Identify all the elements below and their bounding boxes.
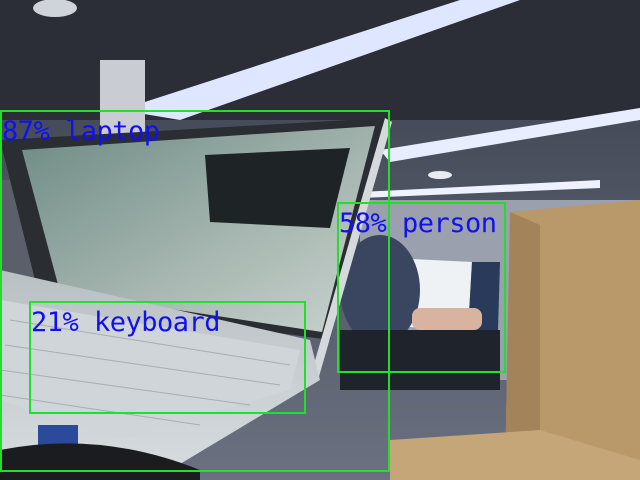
detection-box-person xyxy=(337,202,506,373)
ceiling-lights xyxy=(33,0,640,198)
detection-label-person: 58% person xyxy=(339,208,497,239)
detection-label-keyboard: 21% keyboard xyxy=(31,307,221,338)
detection-box-keyboard xyxy=(29,301,306,414)
detection-label-laptop: 87% laptop xyxy=(2,116,160,147)
detection-box-laptop xyxy=(0,110,390,472)
